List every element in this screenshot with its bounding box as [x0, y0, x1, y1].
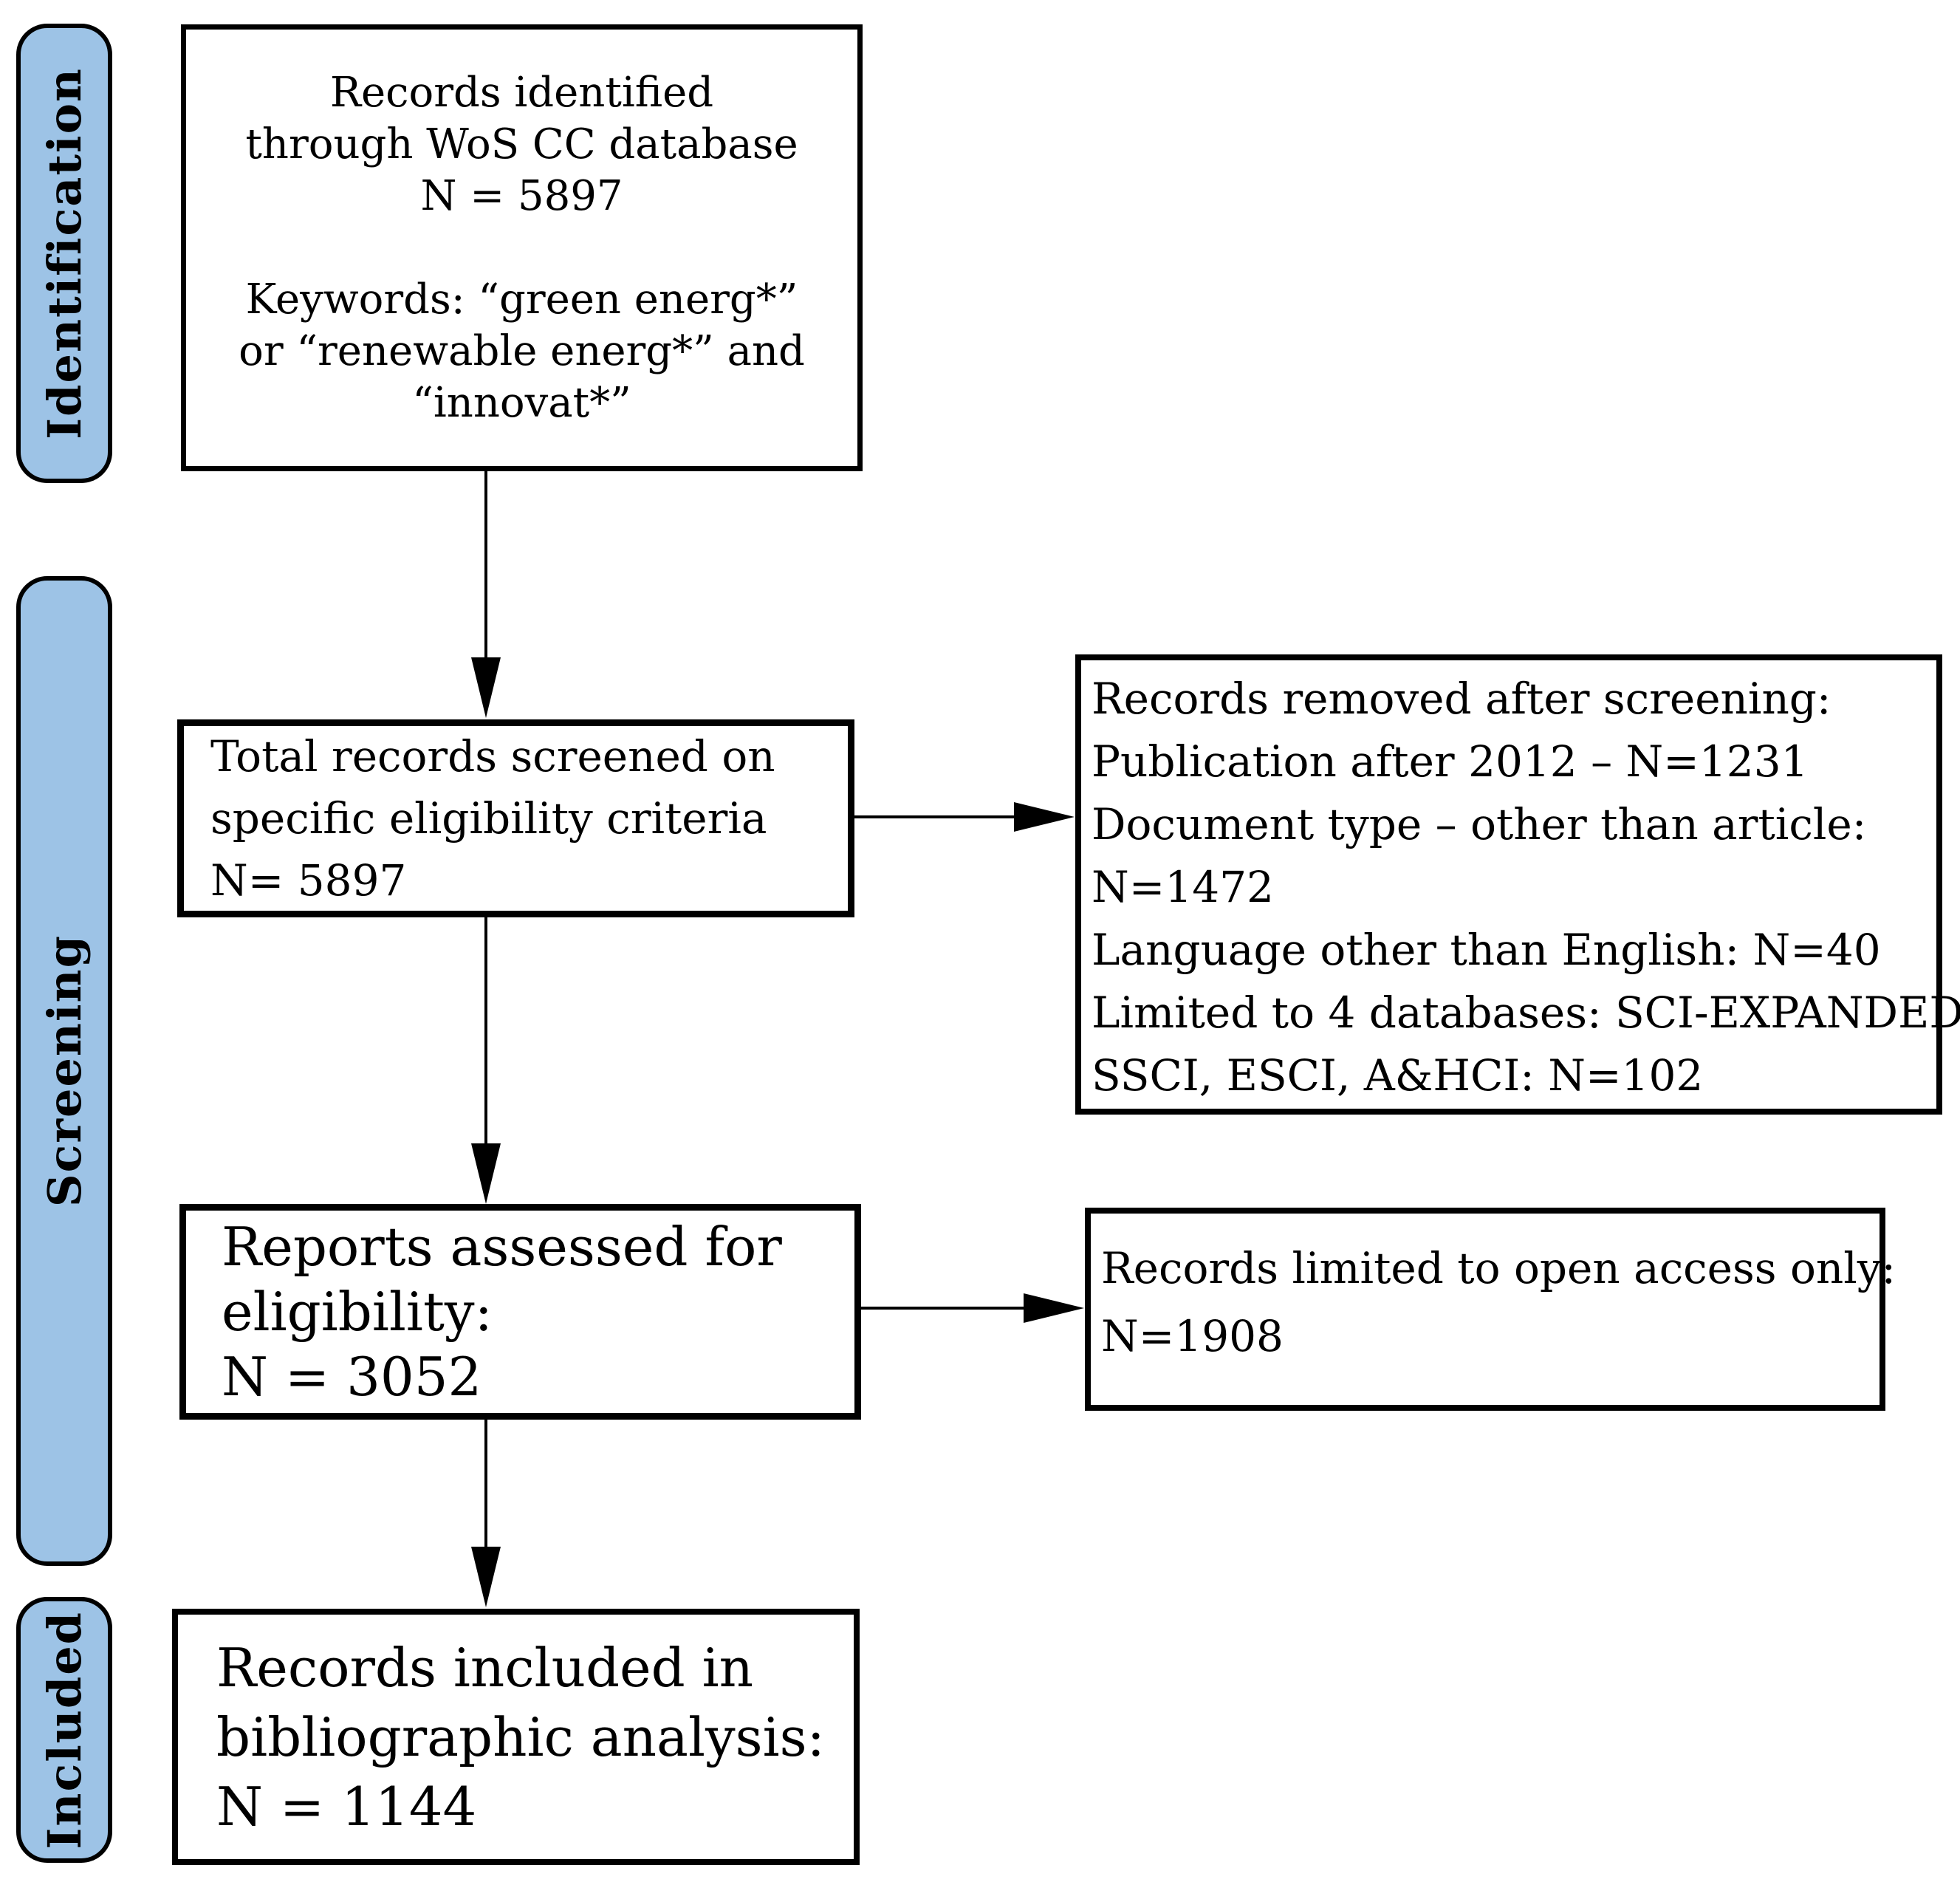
box-reports-assessed: Reports assessed for eligibility: N = 30… — [179, 1204, 861, 1420]
box-records-identified-line: through WoS CC database — [245, 120, 798, 168]
box-records-removed-line: Document type – other than article: — [1092, 799, 1867, 849]
box-records-screened-line: specific eligibility criteria — [210, 793, 767, 844]
box-records-removed-line: Publication after 2012 – N=1231 — [1092, 736, 1809, 787]
box-records-identified-line: “innovat*” — [412, 378, 631, 427]
box-records-identified: Records identified through WoS CC databa… — [181, 24, 863, 471]
box-records-identified-line: N = 5897 — [420, 171, 623, 220]
arrowhead-right-icon — [1024, 1293, 1084, 1323]
box-reports-assessed-line: Reports assessed for — [222, 1216, 782, 1278]
arrow-line — [861, 1307, 1024, 1310]
box-records-screened: Total records screened on specific eligi… — [177, 719, 854, 917]
arrow-line — [484, 471, 487, 657]
arrow-line — [484, 1420, 487, 1547]
stage-included-label: Included — [37, 1610, 92, 1850]
arrowhead-down-icon — [471, 657, 501, 718]
box-records-removed-line: Limited to 4 databases: SCI-EXPANDED, — [1092, 988, 1960, 1038]
arrowhead-down-icon — [471, 1547, 501, 1607]
box-records-removed-line: Language other than English: N=40 — [1092, 925, 1881, 975]
box-reports-assessed-line: eligibility: — [222, 1281, 493, 1343]
box-open-access-line: N=1908 — [1101, 1311, 1284, 1361]
stage-identification-label: Identification — [37, 67, 92, 439]
box-open-access-line: Records limited to open access only: — [1101, 1243, 1896, 1293]
box-records-included-line: N = 1144 — [216, 1775, 477, 1838]
box-records-removed-line: Records removed after screening: — [1092, 674, 1831, 724]
box-records-identified-line: or “renewable energ*” and — [239, 326, 805, 375]
arrow-line — [484, 917, 487, 1143]
box-records-removed: Records removed after screening: Publica… — [1075, 654, 1960, 1115]
stage-screening: Screening — [16, 576, 112, 1566]
box-records-screened-line: N= 5897 — [210, 855, 407, 906]
arrowhead-right-icon — [1014, 802, 1075, 832]
stage-included: Included — [16, 1597, 112, 1863]
box-records-included-line: Records included in — [216, 1636, 754, 1699]
box-records-screened-line: Total records screened on — [210, 731, 775, 781]
stage-screening-label: Screening — [37, 934, 92, 1208]
box-records-included: Records included in bibliographic analys… — [172, 1609, 860, 1865]
stage-identification: Identification — [16, 24, 112, 483]
box-records-identified-line: Records identified — [329, 68, 714, 117]
box-records-removed-line: SSCI, ESCI, A&HCI: N=102 — [1092, 1050, 1704, 1101]
arrow-line — [854, 815, 1014, 818]
box-reports-assessed-line: N = 3052 — [222, 1346, 482, 1408]
box-open-access: Records limited to open access only: N=1… — [1085, 1208, 1896, 1411]
arrowhead-down-icon — [471, 1143, 501, 1204]
box-records-removed-line: N=1472 — [1092, 862, 1274, 912]
box-records-identified-line: Keywords: “green energ*” — [245, 275, 798, 324]
box-records-identified-line — [186, 222, 857, 274]
box-records-included-line: bibliographic analysis: — [216, 1705, 825, 1768]
